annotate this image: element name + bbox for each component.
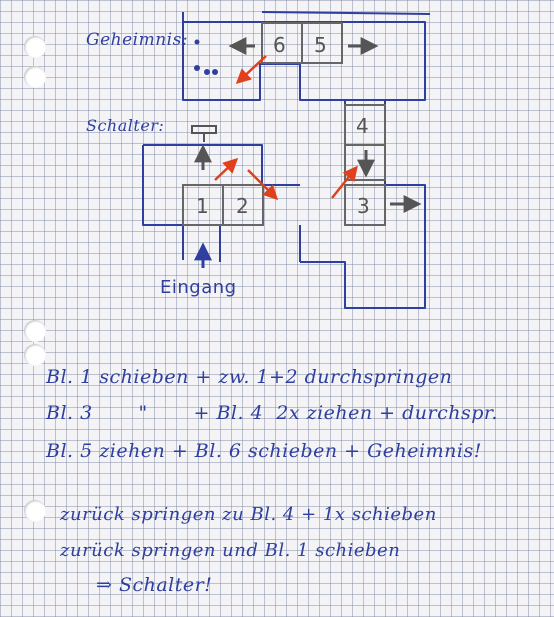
- jump-arrow-icon: [331, 165, 358, 199]
- block-4: [344, 104, 386, 181]
- block-4-label: 4: [356, 114, 369, 138]
- note-line-6: ⇒ Schalter!: [96, 574, 213, 596]
- note-line-2: Bl. 3 " + Bl. 4 2x ziehen + durchspr.: [46, 402, 498, 424]
- jump-arrow-icon: [247, 169, 279, 201]
- secret-label: Geheimnis:: [86, 30, 189, 50]
- punch-hole: [24, 344, 46, 366]
- punch-hole: [24, 320, 46, 342]
- jump-arrow-icon: [214, 157, 239, 181]
- note-line-5: zurück springen und Bl. 1 schieben: [60, 540, 401, 561]
- jump-arrow-icon: [235, 55, 267, 85]
- block-3-label: 3: [357, 194, 370, 218]
- block-2-label: 2: [236, 194, 249, 218]
- switch-icon: [191, 125, 217, 142]
- block-6-label: 6: [273, 33, 286, 57]
- block-3: [344, 184, 386, 226]
- note-line-3: Bl. 5 ziehen + Bl. 6 schieben + Geheimni…: [46, 440, 482, 462]
- note-line-4: zurück springen zu Bl. 4 + 1x schieben: [60, 504, 437, 525]
- punch-hole: [24, 66, 46, 88]
- punch-hole: [24, 36, 46, 58]
- switch-label: Schalter:: [86, 116, 165, 135]
- block-1-label: 1: [196, 194, 209, 218]
- block-5-label: 5: [314, 33, 327, 57]
- punch-hole: [24, 500, 46, 522]
- block-2: [222, 184, 264, 226]
- block-6: [261, 22, 303, 64]
- note-line-1: Bl. 1 schieben + zw. 1+2 durchspringen: [46, 366, 453, 388]
- secret-dots-icon: [194, 39, 218, 75]
- entrance-label: Eingang: [160, 277, 237, 298]
